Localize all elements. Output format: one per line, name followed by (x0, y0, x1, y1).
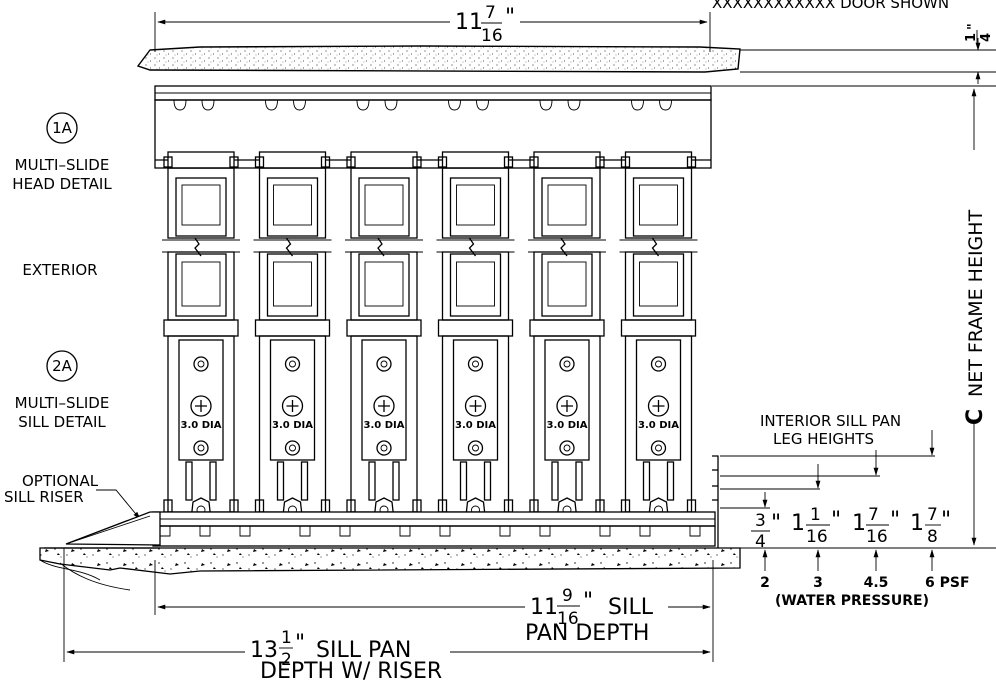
water-pressure-label: (WATER PRESSURE) (775, 593, 929, 609)
concrete-slab (39, 547, 741, 575)
sill-depth-line2: PAN DEPTH (525, 621, 649, 646)
sill-depth-whole: 11 (530, 595, 558, 620)
sill-pan-riser-dimension: 13 1 2 " SILL PAN DEPTH W/ RISER (63, 548, 714, 681)
sill-callout-line1: MULTI–SLIDE (15, 394, 110, 412)
panel-dia-label: 3.0 DIA (638, 420, 679, 431)
top-dimension: 11 7 16 " (154, 3, 711, 52)
door-panels: 3.0 DIA 3.0 DIA 3.0 DIA 3.0 DIA 3.0 DIA 3.0 D… (162, 99, 698, 521)
door-panel: 3.0 DIA (619, 99, 698, 521)
door-panel: 3.0 DIA (528, 99, 606, 521)
net-frame-text: NET FRAME HEIGHT (965, 209, 987, 397)
head-gap-unit: " (966, 23, 981, 30)
sill-depth-den: 16 (557, 609, 579, 629)
leg-2-whole: 1 (852, 511, 866, 536)
psf-2: 4.5 (864, 575, 889, 591)
interior-sill-pan-legs (712, 430, 935, 571)
leg-2-num: 7 (868, 505, 879, 525)
top-dim-den: 16 (481, 26, 503, 46)
leg-height-2: 1 7 16 " (852, 505, 900, 547)
sill-depth-unit: " (583, 589, 593, 614)
top-dim-num: 7 (485, 3, 496, 23)
sill-callout-bubble: 2A (52, 357, 73, 375)
riser-depth-line2: DEPTH W/ RISER (260, 659, 442, 681)
leg-0-den: 4 (755, 532, 766, 552)
panel-dia-label: 3.0 DIA (455, 420, 496, 431)
sill-callout-line2: SILL DETAIL (18, 413, 106, 431)
leg-3-unit: " (941, 508, 951, 533)
riser-depth-unit: " (295, 631, 305, 656)
net-frame-letter: C (963, 409, 988, 425)
leg-3-whole: 1 (910, 511, 924, 536)
exterior-label: EXTERIOR (22, 261, 97, 279)
head-gap-dimension: 1 4 " (740, 23, 996, 84)
psf-1: 3 (813, 575, 823, 591)
sill-depth-num: 9 (562, 586, 573, 606)
top-dim-unit: " (505, 5, 515, 30)
leg-height-1: 1 1 16 " (791, 505, 841, 547)
net-frame-height-dimension: C NET FRAME HEIGHT (712, 85, 996, 549)
panel-dia-label: 3.0 DIA (272, 420, 313, 431)
head-gap-num: 1 (964, 33, 979, 42)
riser-depth-suffix: SILL PAN (316, 638, 411, 663)
head-callout-line1: MULTI–SLIDE (15, 156, 110, 174)
leg-height-0: 3 4 " (751, 511, 781, 552)
leg-1-unit: " (831, 508, 841, 533)
door-panel: 3.0 DIA (253, 99, 332, 521)
leg-1-den: 16 (806, 527, 828, 547)
optional-sill-riser-label: OPTIONAL SILL RISER (4, 472, 141, 520)
sill-pan-depth-dimension: 11 9 16 " SILL PAN DEPTH (154, 560, 714, 646)
riser-depth-whole: 13 (250, 638, 278, 663)
leg-0-num: 3 (755, 511, 766, 531)
door-panel: 3.0 DIA (436, 99, 515, 521)
head-callout-line2: HEAD DETAIL (12, 175, 112, 193)
top-dim-whole: 11 (455, 10, 483, 35)
sill-depth-suffix: SILL (608, 595, 654, 620)
door-panel: 3.0 DIA (345, 99, 423, 521)
leg-2-den: 16 (866, 527, 888, 547)
head-callout-bubble: 1A (52, 119, 73, 137)
leg-2-unit: " (890, 508, 900, 533)
head-gap-den: 4 (979, 33, 994, 42)
head-blocking (136, 45, 741, 73)
leg-1-num: 1 (810, 505, 821, 525)
riser-line1: OPTIONAL (22, 472, 99, 490)
psf-0: 2 (760, 575, 770, 591)
sill-pan-title-2: LEG HEIGHTS (773, 430, 874, 448)
panel-dia-label: 3.0 DIA (181, 420, 222, 431)
header-note: XXXXXXXXXXXX DOOR SHOWN (712, 0, 949, 12)
panel-dia-label: 3.0 DIA (364, 420, 405, 431)
sill-detail-callout[interactable]: 2A MULTI–SLIDE SILL DETAIL (15, 350, 110, 431)
leg-0-unit: " (771, 511, 781, 536)
door-panel: 3.0 DIA (162, 99, 240, 521)
leg-3-den: 8 (927, 527, 938, 547)
panel-dia-label: 3.0 DIA (547, 420, 588, 431)
head-detail-callout[interactable]: 1A MULTI–SLIDE HEAD DETAIL (12, 112, 112, 193)
riser-depth-num: 1 (281, 628, 292, 648)
leg-height-3: 1 7 8 " (910, 505, 951, 547)
sill-frame (152, 511, 716, 547)
head-frame (154, 85, 712, 169)
leg-1-whole: 1 (791, 511, 805, 536)
psf-3: 6 PSF (925, 575, 970, 591)
leg-3-num: 7 (927, 505, 938, 525)
riser-depth-den: 2 (281, 650, 292, 670)
sill-pan-title-1: INTERIOR SILL PAN (760, 412, 901, 430)
riser-line2: SILL RISER (4, 488, 84, 506)
